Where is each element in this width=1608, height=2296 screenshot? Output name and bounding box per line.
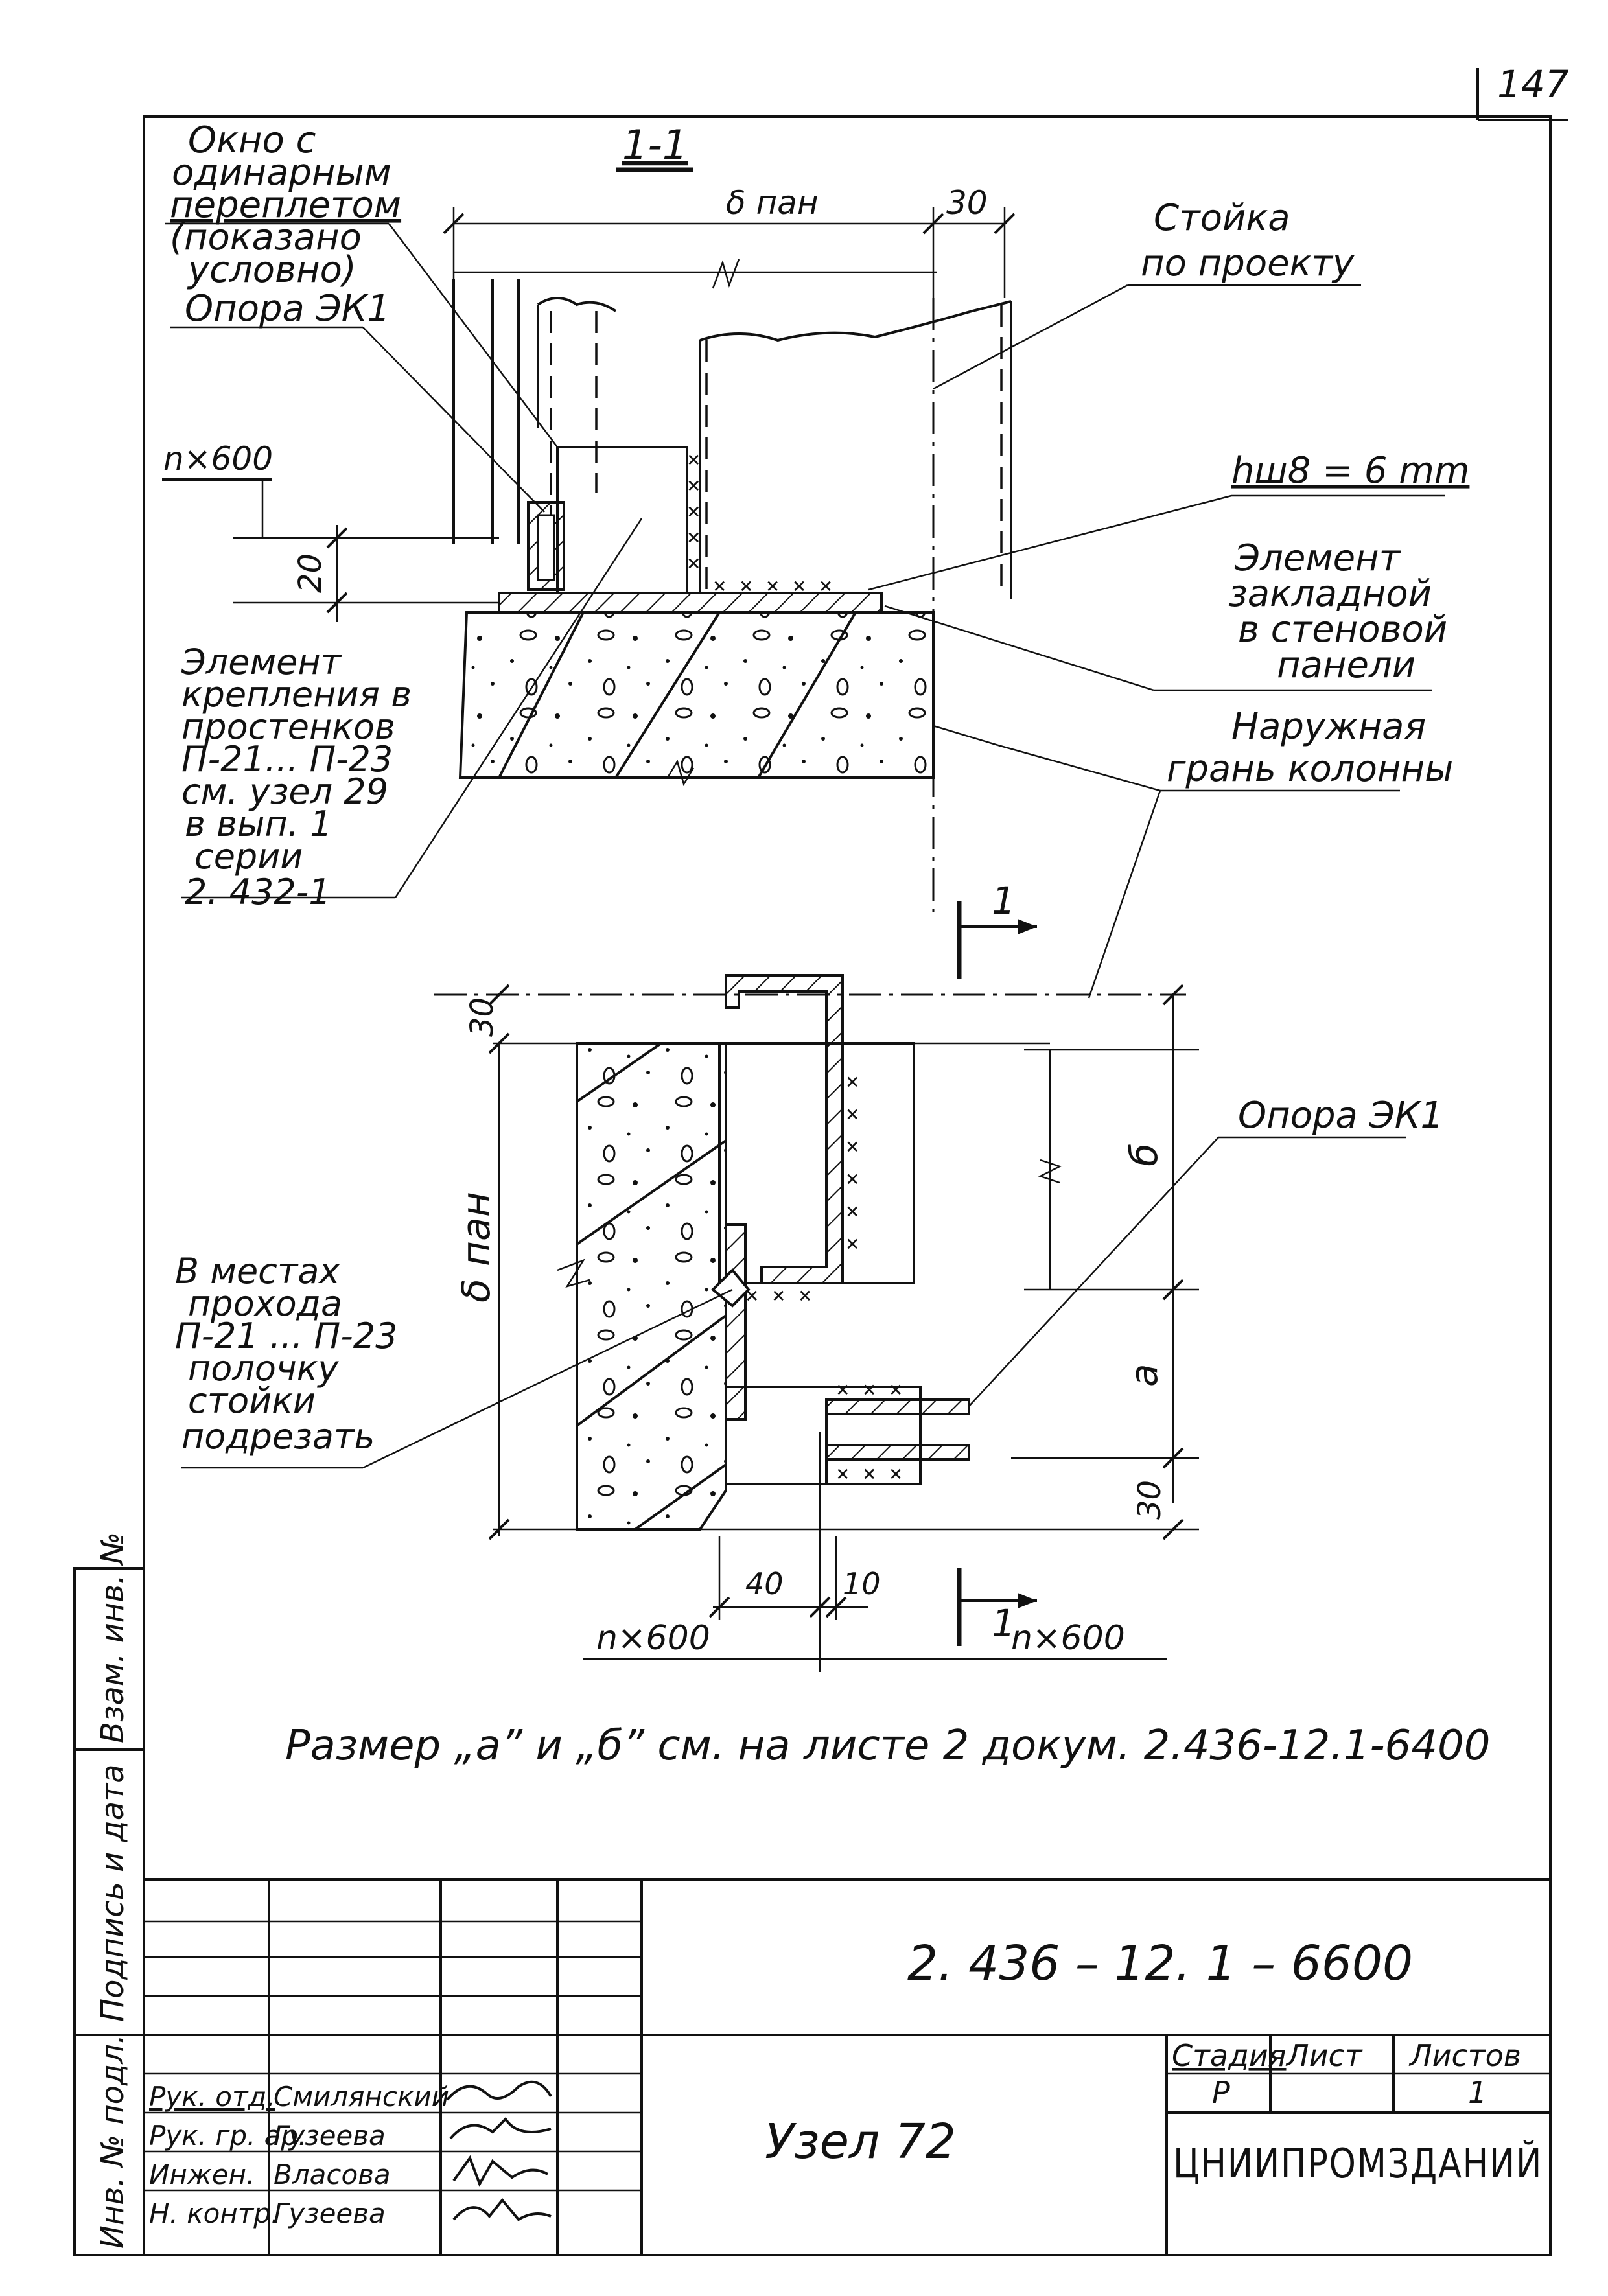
window-label-line1: Окно с [188, 119, 316, 161]
fastening-line4: П-21... П-23 [181, 739, 393, 780]
person-role-4: Н. контр. [149, 2197, 279, 2229]
plan-view: 30 δ пан × × × × × × × × × × × × × × × [175, 974, 1443, 1672]
dim-b-pan-top: δ пан [726, 184, 819, 222]
svg-text:×: × [687, 498, 700, 524]
side-stamp-inv: Инв. № подл. [95, 2034, 131, 2249]
person-name-4: Гузеева [274, 2197, 386, 2229]
fastening-line5: см. узел 29 [181, 771, 388, 812]
organization: ЦНИИПРОМЗДАНИЙ [1173, 2140, 1543, 2187]
outer-face-line2: грань колонны [1167, 748, 1453, 790]
level-n600-top: n×600 [163, 440, 273, 478]
passage-note-line6: подрезать [181, 1416, 375, 1457]
post-label-line2: по проекту [1141, 242, 1355, 284]
person-role-1: Рук. отд. [149, 2081, 275, 2113]
drawing-title: Узел 72 [765, 2114, 956, 2170]
signature-2 [449, 2116, 552, 2140]
person-role-2: Рук. гр. ар. [149, 2120, 307, 2151]
window-label-line5: условно) [187, 249, 356, 291]
dim-b: б [1122, 1143, 1166, 1166]
outer-face-line1: Наружная [1231, 706, 1426, 748]
post-label-line1: Стойка [1154, 197, 1290, 239]
section-marker-top: 1 [957, 879, 1037, 979]
footnote: Размер „а” и „б” см. на листе 2 докум. 2… [285, 1722, 1490, 1770]
embedded-label-line4: панели [1277, 644, 1416, 686]
section-marker-top-number: 1 [992, 879, 1016, 923]
weld-label: hш8 = 6 mm [1231, 450, 1469, 492]
svg-text:×: × [687, 446, 700, 472]
fastening-line6: в вып. 1 [185, 804, 332, 844]
side-stamp-signature: Подпись и дата [95, 1764, 131, 2022]
person-role-3: Инжен. [149, 2159, 255, 2190]
window-label-line3: переплетом [170, 184, 401, 226]
stage-value: Р [1212, 2075, 1230, 2110]
side-stamp-replace: Взам. инв. № [95, 1532, 131, 1743]
signature-4 [452, 2197, 552, 2221]
embedded-label-line1: Элемент [1234, 537, 1401, 579]
side-stamp: Инв. № подл. Подпись и дата Взам. инв. № [73, 1532, 145, 2256]
passage-note-line1: В местах [175, 1251, 340, 1292]
svg-text:×: × [846, 1166, 859, 1192]
svg-text:×: × [687, 472, 700, 498]
support-label-top: Опора ЭК1 [185, 288, 390, 330]
dim-40: 40 [745, 1566, 784, 1601]
person-name-2: Гузеева [274, 2120, 386, 2151]
sheet-header: Лист [1285, 2038, 1363, 2073]
svg-text:×: × [846, 1231, 859, 1257]
svg-text:× × ×: × × × [745, 1282, 811, 1308]
passage-note-line2: прохода [188, 1283, 342, 1324]
embedded-label-line3: в стеновой [1238, 609, 1447, 651]
section-marker-bottom-number: 1 [992, 1601, 1016, 1645]
dim-a: а [1122, 1363, 1166, 1387]
dim-30-top: 30 [946, 184, 988, 222]
svg-text:×: × [687, 524, 700, 550]
svg-text:×: × [846, 1198, 859, 1224]
fastening-line8: 2. 432-1 [185, 872, 331, 912]
svg-text:×: × [846, 1133, 859, 1159]
section-view: 1-1 δ пан 30 × × × × × × [162, 119, 1469, 999]
person-name-1: Смилянский [274, 2081, 449, 2113]
fastening-line2: крепления в [181, 674, 412, 715]
dim-30-plan-top: 30 [464, 997, 500, 1037]
fastening-line1: Элемент [181, 642, 342, 682]
section-label: 1-1 [622, 121, 688, 168]
svg-text:× × ×: × × × [836, 1376, 902, 1402]
dim-30-plan-bottom: 30 [1132, 1480, 1168, 1520]
passage-note-line3: П-21 ... П-23 [175, 1316, 397, 1356]
doc-code: 2. 436 – 12. 1 – 6600 [907, 1936, 1413, 1991]
signature-3 [452, 2155, 549, 2187]
fastening-line3: простенков [181, 706, 395, 747]
person-name-3: Власова [274, 2159, 391, 2190]
dim-20: 20 [292, 553, 329, 593]
page-number: 147 [1497, 62, 1569, 106]
sheets-value: 1 [1468, 2075, 1487, 2110]
window-label-line2: одинарным [172, 152, 391, 194]
svg-text:× × ×: × × × [836, 1461, 902, 1487]
dim-b-pan-plan: δ пан [454, 1192, 499, 1303]
fastening-line7: серии [194, 836, 303, 877]
support-label-bottom: Опора ЭК1 [1238, 1095, 1443, 1137]
title-block: 2. 436 – 12. 1 – 6600 Узел 72 Стадия Лис… [143, 1878, 1552, 2256]
svg-text:×: × [846, 1101, 859, 1127]
sheets-header: Листов [1408, 2038, 1521, 2073]
signature-1 [446, 2080, 552, 2101]
passage-note-line5: стойки [188, 1380, 316, 1421]
svg-text:×: × [687, 550, 700, 576]
level-n600-bottom-left: n×600 [596, 1619, 710, 1658]
embedded-label-line2: закладной [1228, 573, 1432, 615]
level-n600-bottom-right: n×600 [1011, 1619, 1125, 1658]
dim-10: 10 [843, 1566, 881, 1601]
passage-note-line4: полочку [188, 1348, 339, 1389]
stage-header: Стадия [1172, 2038, 1286, 2073]
section-marker-bottom: 1 [957, 1568, 1037, 1646]
svg-text:×: × [846, 1069, 859, 1095]
